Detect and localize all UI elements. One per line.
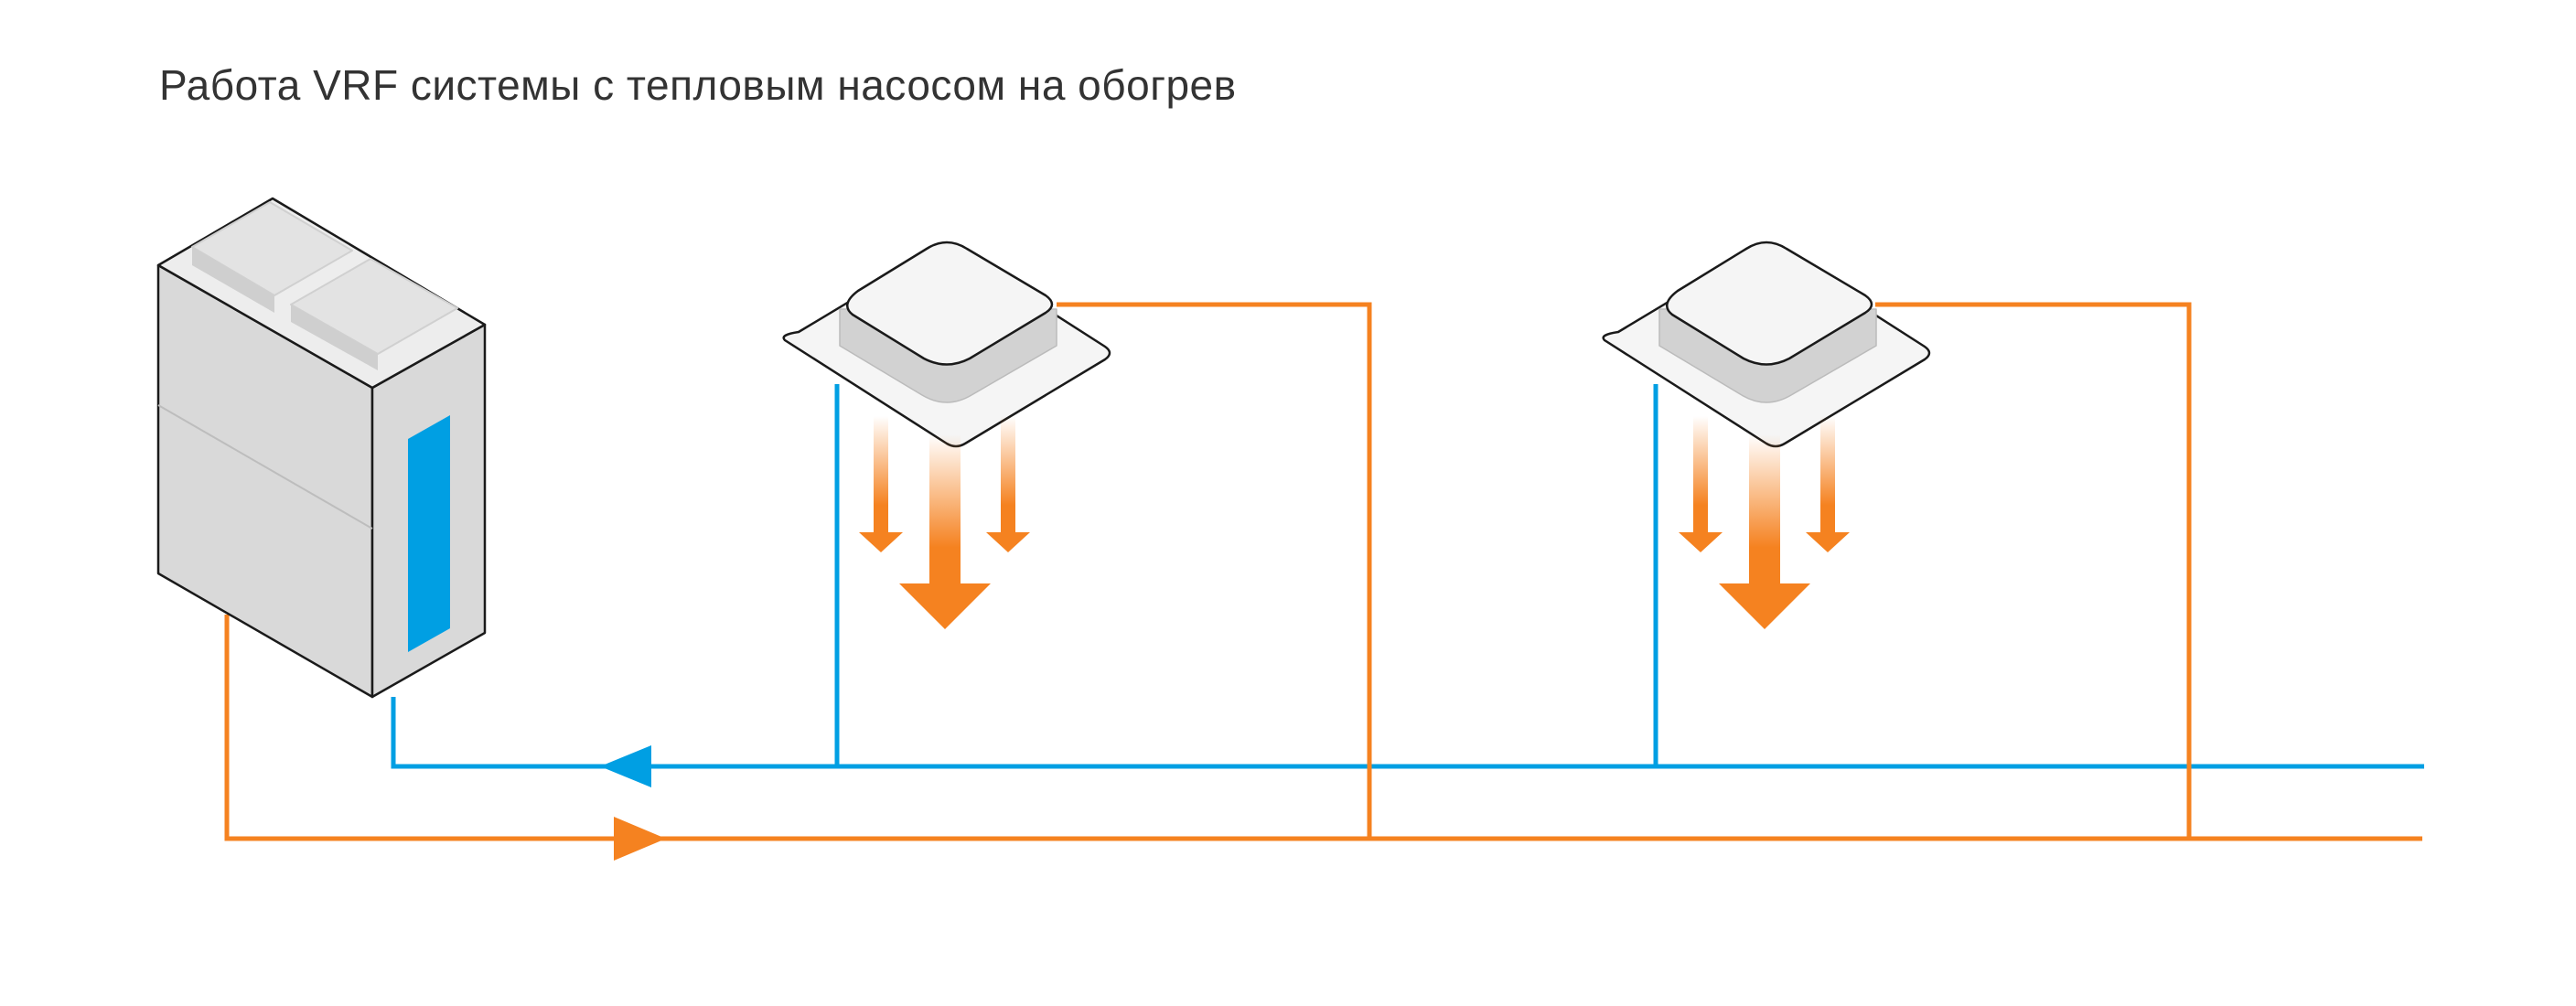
indoor-unit-1 (782, 241, 1111, 629)
outdoor-unit-icon (156, 197, 487, 699)
hot-refrigerant-line (224, 302, 2422, 841)
cold-flow-arrow-icon (600, 745, 651, 787)
cassette-unit-icon (782, 241, 1111, 448)
warm-airflow-icon (1679, 416, 1850, 629)
hot-flow-arrow-icon (614, 817, 666, 861)
diagram-title: Работа VRF системы с тепловым насосом на… (159, 61, 1237, 109)
warm-airflow-icon (859, 416, 1030, 629)
cassette-unit-icon (1602, 241, 1931, 448)
indoor-unit-2 (1602, 241, 1931, 629)
outdoor-unit-panel (408, 415, 450, 652)
cold-refrigerant-line (391, 384, 2424, 769)
